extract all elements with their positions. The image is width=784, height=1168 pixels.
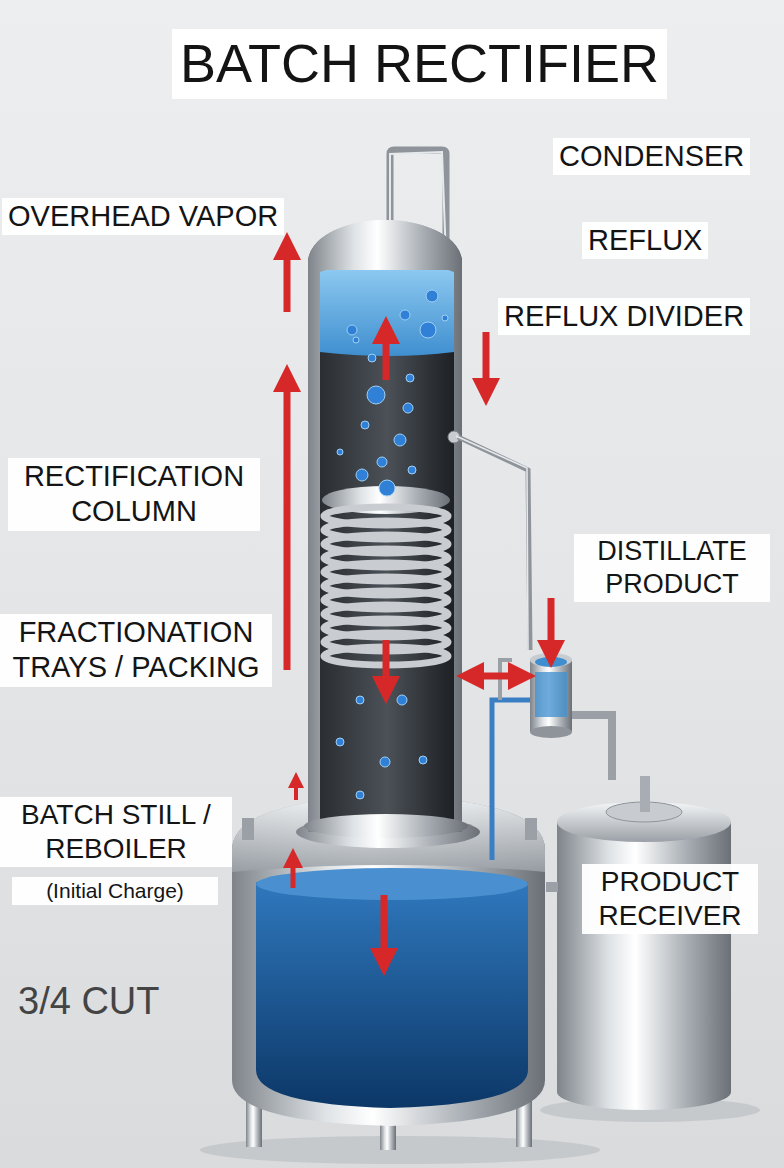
vapor-bubbles-part — [367, 386, 385, 404]
product-receiver-part — [640, 776, 650, 812]
batch-still-part — [256, 882, 528, 1108]
reflux-piping — [456, 436, 612, 860]
batch-still-part — [256, 868, 528, 900]
part-label: FRACTIONATION TRAYS / PACKING — [0, 614, 272, 687]
reflux-piping-part — [458, 437, 530, 650]
flow-arrows-part — [284, 378, 291, 670]
vapor-bubbles-part — [356, 696, 364, 704]
view-label: 3/4 CUT — [18, 978, 159, 1024]
reflux-divider-part — [530, 653, 572, 667]
rectification-column — [304, 220, 468, 838]
vapor-bubbles-part — [379, 480, 395, 496]
reflux-piping-part — [500, 660, 512, 700]
flow-label: OVERHEAD VAPOR — [2, 198, 284, 235]
reflux-divider-part — [530, 660, 572, 732]
note-label: (Initial Charge) — [12, 877, 218, 905]
vapor-bubbles-part — [380, 757, 390, 767]
vapor-bubbles-part — [356, 791, 364, 799]
reflux-piping-part — [456, 436, 528, 650]
reflux-divider-part — [535, 672, 567, 717]
part-label: BATCH STILL / REBOILER — [0, 797, 232, 867]
vapor-bubbles-part — [347, 325, 357, 335]
flow-label: DISTILLATE PRODUCT — [574, 534, 770, 602]
vapor-bubbles-part — [397, 695, 407, 705]
batch-still-part — [242, 818, 254, 840]
rectification-column-part — [308, 258, 462, 832]
vapor-bubbles-part — [442, 315, 448, 321]
reflux-divider-part — [530, 726, 572, 738]
vapor-bubbles-part — [408, 466, 416, 474]
flow-arrows-part — [483, 332, 490, 392]
vapor-bubbles-part — [356, 469, 368, 481]
flow-arrows-part — [284, 246, 291, 312]
vapor-bubbles-part — [400, 310, 410, 320]
vapor-bubbles-part — [419, 756, 427, 764]
reflux-piping-part — [570, 715, 612, 780]
vapor-bubbles-part — [377, 457, 387, 467]
vapor-bubbles-part — [406, 374, 414, 382]
batch-still-part — [232, 796, 545, 1126]
reflux-divider — [530, 653, 572, 738]
vapor-bubbles-part — [337, 449, 343, 455]
vapor-bubbles-part — [353, 337, 359, 343]
batch-still — [232, 796, 545, 1150]
flow-arrows-part — [470, 673, 522, 680]
product-receiver-part — [546, 882, 558, 892]
reflux-piping-part — [492, 700, 532, 860]
flow-arrows-part — [548, 598, 555, 654]
reflux-divider-part — [535, 657, 567, 667]
part-label: REFLUX DIVIDER — [498, 298, 750, 335]
vapor-bubbles-part — [426, 290, 438, 302]
rectification-column-part — [308, 220, 462, 272]
part-label: CONDENSER — [553, 138, 750, 175]
flow-arrows-part — [383, 330, 390, 380]
batch-still-part — [525, 818, 537, 840]
part-label: PRODUCT RECEIVER — [582, 864, 758, 934]
flow-arrows-part — [383, 640, 390, 690]
flow-label: REFLUX — [582, 222, 708, 259]
flow-arrows-part — [291, 858, 296, 888]
product-receiver — [546, 776, 731, 1110]
vapor-bubbles-part — [368, 354, 376, 362]
rectification-column-part — [304, 814, 468, 838]
vapor-bubbles-part — [336, 738, 344, 746]
rectification-column-part — [320, 270, 454, 820]
vapor-bubbles-part — [394, 434, 406, 446]
flow-arrows — [287, 246, 551, 962]
part-label: RECTIFICATION COLUMN — [8, 458, 260, 531]
vapor-bubbles-part — [403, 403, 413, 413]
vapor-bubbles — [336, 290, 448, 799]
vapor-bubbles-part — [361, 421, 369, 429]
flow-arrows-part — [381, 895, 388, 962]
flow-arrows-part — [294, 780, 298, 800]
vapor-bubbles-part — [420, 322, 436, 338]
diagram-title: BATCH RECTIFIER — [172, 29, 667, 99]
